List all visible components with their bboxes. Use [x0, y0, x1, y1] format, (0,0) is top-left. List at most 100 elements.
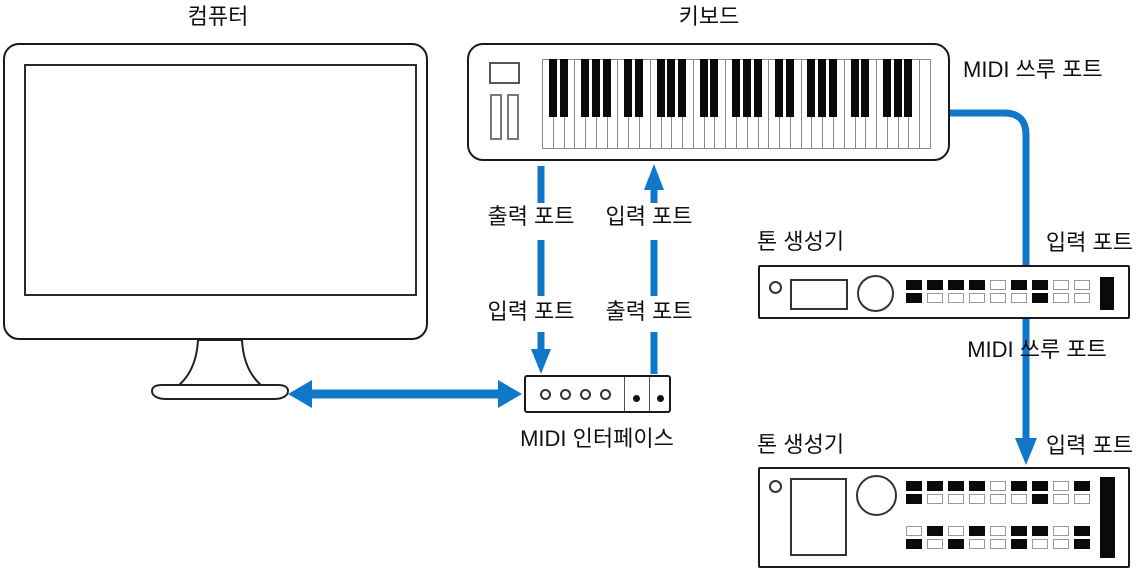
tg-button-off [927, 494, 943, 504]
tg-button-on [1032, 494, 1048, 504]
computer-imac [3, 43, 428, 340]
black-key [548, 59, 557, 117]
tg-button-on [1011, 280, 1027, 290]
imac-screen [24, 64, 417, 296]
black-key [732, 59, 740, 117]
tone-generator-2 [758, 467, 1130, 568]
black-key [656, 59, 665, 117]
black-key [785, 59, 794, 117]
tg1-knob [857, 275, 894, 312]
tg-button-off [990, 526, 1006, 536]
tg-button-off [1074, 494, 1090, 504]
black-key [559, 59, 568, 117]
tg-button-on [927, 481, 943, 491]
interface-jack-1 [624, 377, 649, 411]
arrowhead-down [531, 349, 551, 374]
tg-button-off [969, 539, 985, 549]
black-key [850, 59, 859, 117]
tg-button-on [969, 526, 985, 536]
tg-button-off [948, 293, 964, 303]
black-key [829, 59, 837, 117]
black-key [699, 59, 708, 117]
jack-dot [656, 394, 664, 402]
tg-button-off [1053, 526, 1069, 536]
black-key [818, 59, 827, 117]
tg-button-off [1053, 539, 1069, 549]
tg-button-on [906, 280, 922, 290]
midi-thru-port-mid-label: MIDI 쓰루 포트 [967, 337, 1107, 362]
tg2-buttons-bottom [906, 526, 1090, 549]
tg2-knob [856, 475, 897, 516]
midi-keyboard [467, 43, 950, 161]
tg1-cartridge-slot [1100, 277, 1114, 310]
piano-keys [542, 59, 931, 149]
tg-button-on [1074, 526, 1090, 536]
interface-output-cable [644, 164, 664, 374]
arrowhead-up [644, 164, 664, 190]
tg-button-off [1053, 494, 1069, 504]
tg-button-off [927, 293, 943, 303]
imac-stand-neck [175, 339, 265, 387]
tone-generator-1 [758, 265, 1130, 319]
tg-button-off [948, 526, 964, 536]
black-key [591, 59, 600, 117]
tg-button-off [1074, 293, 1090, 303]
imac-stand-base [150, 384, 290, 400]
tg-button-on [927, 280, 943, 290]
midi-thru-port-top-label: MIDI 쓰루 포트 [963, 57, 1103, 82]
tg-button-on [1011, 539, 1027, 549]
tg-button-off [990, 481, 1006, 491]
keyboard-out-port-label: 출력 포트 [487, 204, 575, 229]
tg-button-on [1011, 526, 1027, 536]
tg-button-on [969, 481, 985, 491]
black-key [753, 59, 762, 117]
interface-divider [624, 377, 625, 411]
arrowhead-right [498, 380, 522, 408]
power-led [769, 480, 782, 493]
black-key [882, 59, 891, 117]
tg-button-off [1011, 494, 1027, 504]
black-key [678, 59, 687, 117]
black-key [581, 59, 590, 117]
keyboard-display [489, 62, 520, 84]
tg1-display [790, 279, 848, 310]
tone-generator-1-label: 톤 생성기 [757, 229, 845, 254]
tg-button-on [1074, 481, 1090, 491]
tg-button-off [1053, 293, 1069, 303]
tone-generator-2-label: 톤 생성기 [757, 432, 845, 457]
interface-jack-2 [649, 377, 671, 411]
power-led [769, 281, 782, 294]
tg-button-on [969, 280, 985, 290]
keyboard-output-cable [531, 166, 551, 374]
interface-divider [649, 377, 650, 411]
jack-dot [633, 394, 640, 402]
tg-button-off [990, 494, 1006, 504]
port-circle [559, 388, 571, 400]
tg-button-on [1032, 280, 1048, 290]
tg-button-off [1074, 280, 1090, 290]
tg2-cartridge-slot [1100, 477, 1115, 558]
tg-button-on [948, 481, 964, 491]
keyboard-label: 키보드 [678, 4, 740, 29]
black-key [710, 59, 719, 117]
mod-wheel [507, 94, 519, 140]
tg-button-on [906, 539, 922, 549]
tg-button-off [1011, 293, 1027, 303]
tg-button-on [1032, 293, 1048, 303]
computer-interface-arrow [288, 380, 522, 408]
tg-button-off [927, 539, 943, 549]
tg-button-off [1053, 280, 1069, 290]
keyboard-in-port-label: 입력 포트 [605, 204, 693, 229]
tg2-display [790, 478, 847, 556]
port-circle [599, 388, 611, 400]
midi-interface-label: MIDI 인터페이스 [520, 426, 674, 451]
tg-button-on [906, 293, 922, 303]
tg-button-off [948, 494, 964, 504]
port-circle [579, 388, 591, 400]
interface-in-port-label: 입력 포트 [487, 299, 575, 324]
tg-button-on [1074, 539, 1090, 549]
tg-button-on [948, 539, 964, 549]
white-key [919, 59, 931, 149]
